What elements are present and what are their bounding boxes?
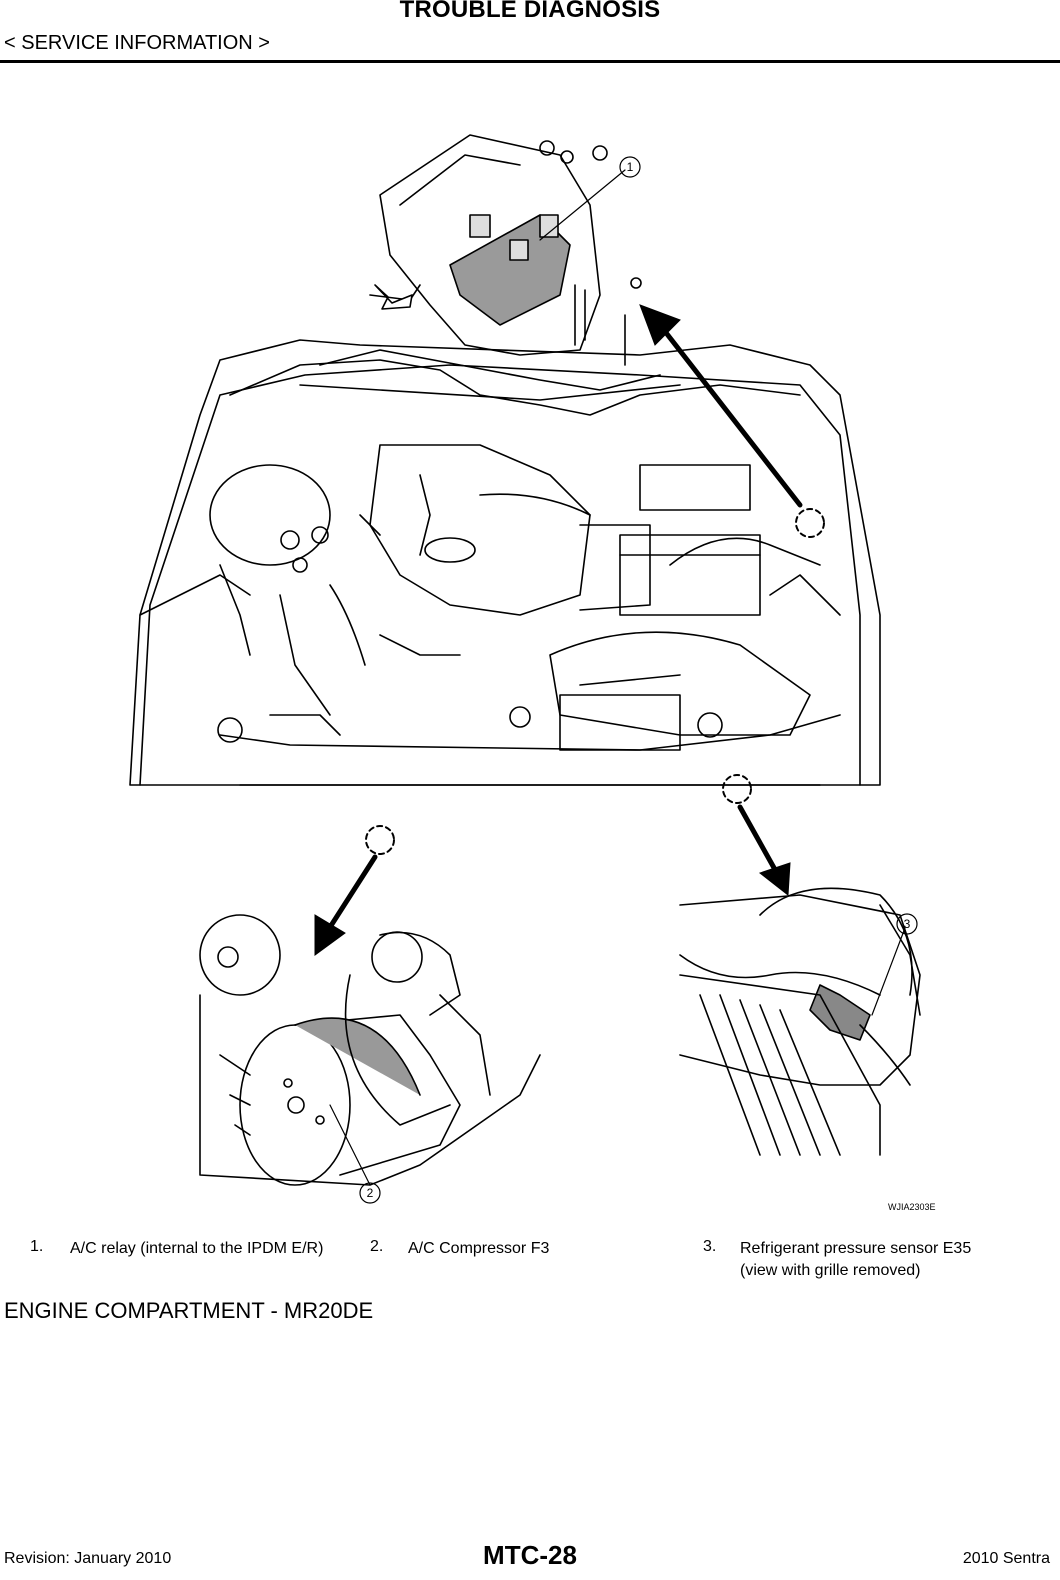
- legend-1-text: A/C relay (internal to the IPDM E/R): [70, 1240, 324, 1257]
- engine-compartment-illustration: 1 2 3 WJIA2303E: [129, 134, 936, 1212]
- legend-3-line-1: Refrigerant pressure sensor E35: [740, 1240, 972, 1257]
- legend-2-number: 2.: [370, 1238, 384, 1255]
- callout-2: 2: [367, 1186, 374, 1200]
- footer-page-number: MTC-28: [483, 1540, 577, 1570]
- ipdm-inset: [369, 134, 642, 366]
- section-breadcrumb: < SERVICE INFORMATION >: [4, 32, 270, 54]
- engine-bay: [129, 339, 881, 786]
- image-code: WJIA2303E: [888, 1202, 936, 1212]
- section-heading: ENGINE COMPARTMENT - MR20DE: [4, 1298, 374, 1323]
- legend-1-number: 1.: [30, 1238, 44, 1255]
- page-title: TROUBLE DIAGNOSIS: [399, 0, 661, 23]
- header-rule: [0, 60, 1060, 63]
- footer-revision: Revision: January 2010: [4, 1550, 172, 1567]
- callout-3: 3: [904, 917, 911, 931]
- legend-2-text: A/C Compressor F3: [408, 1240, 550, 1257]
- callout-1: 1: [627, 160, 634, 174]
- pressure-sensor-inset: [679, 887, 921, 1156]
- compressor-inset: [199, 914, 541, 1186]
- legend-3-number: 3.: [703, 1238, 717, 1255]
- legend-3-line-2: (view with grille removed): [740, 1262, 921, 1279]
- footer-model: 2010 Sentra: [962, 1550, 1050, 1567]
- legend-3-text: Refrigerant pressure sensor E35 (view wi…: [740, 1238, 971, 1282]
